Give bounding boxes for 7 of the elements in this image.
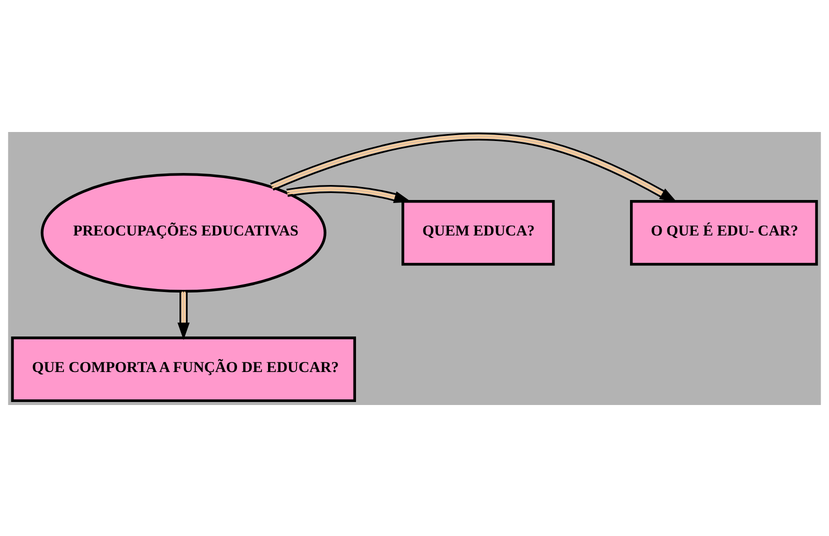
arrow — [178, 291, 190, 340]
node-ellipse: PREOCUPAÇÕES EDUCATIVAS — [40, 172, 326, 292]
node-box: QUE COMPORTA A FUNÇÃO DE EDUCAR? — [11, 336, 356, 402]
node-box: QUEM EDUCA? — [402, 200, 555, 266]
arrow — [270, 132, 678, 202]
arrow — [286, 184, 412, 203]
node-box: O QUE É EDU- CAR? — [630, 200, 818, 266]
